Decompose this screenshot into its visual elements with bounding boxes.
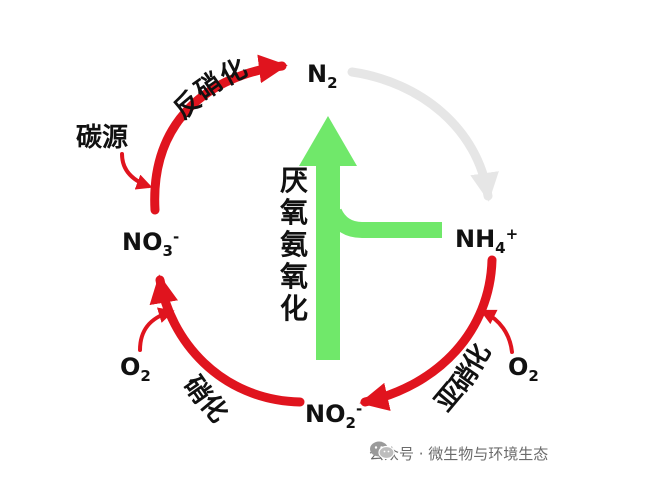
arrow-no3-to-n2 xyxy=(150,54,288,215)
input-o2-left: O2 xyxy=(120,353,151,385)
svg-text:化: 化 xyxy=(280,292,308,325)
arrow-o2-left-inflow xyxy=(138,307,175,352)
input-o2-right: O2 xyxy=(508,353,539,385)
svg-text:氧: 氧 xyxy=(280,260,308,293)
label-anammox: 厌 氧 氨 氧 化 xyxy=(280,164,308,325)
svg-text:氧: 氧 xyxy=(280,196,308,229)
node-no3: NO3- xyxy=(122,228,179,260)
label-nitritation: 亚 硝 化 xyxy=(429,339,497,418)
anammox-arrow-branch xyxy=(326,208,442,238)
anammox-arrow xyxy=(299,116,442,360)
svg-text:厌: 厌 xyxy=(280,164,308,197)
label-denitrification: 反 硝 化 xyxy=(168,53,252,125)
wechat-icon xyxy=(370,441,395,460)
arrow-o2-right-inflow xyxy=(479,309,514,354)
node-n2: N2 xyxy=(307,60,338,92)
watermark: 公众号 · 微生物与环境生态 xyxy=(369,440,548,466)
anammox-arrow-stem xyxy=(316,160,340,360)
input-carbon-source: 碳源 xyxy=(76,123,128,153)
watermark-text: 公众号 · 微生物与环境生态 xyxy=(369,444,549,463)
svg-text:氨: 氨 xyxy=(280,228,308,261)
arrow-no2-to-no3 xyxy=(149,274,305,407)
anammox-arrow-head xyxy=(299,116,357,166)
arrow-carbon-inflow xyxy=(120,152,153,190)
arrow-n2-to-nh4 xyxy=(347,67,499,202)
node-nh4: NH4+ xyxy=(455,225,518,257)
arrow-nh4-to-no2 xyxy=(359,255,497,411)
node-no2: NO2- xyxy=(305,400,362,432)
